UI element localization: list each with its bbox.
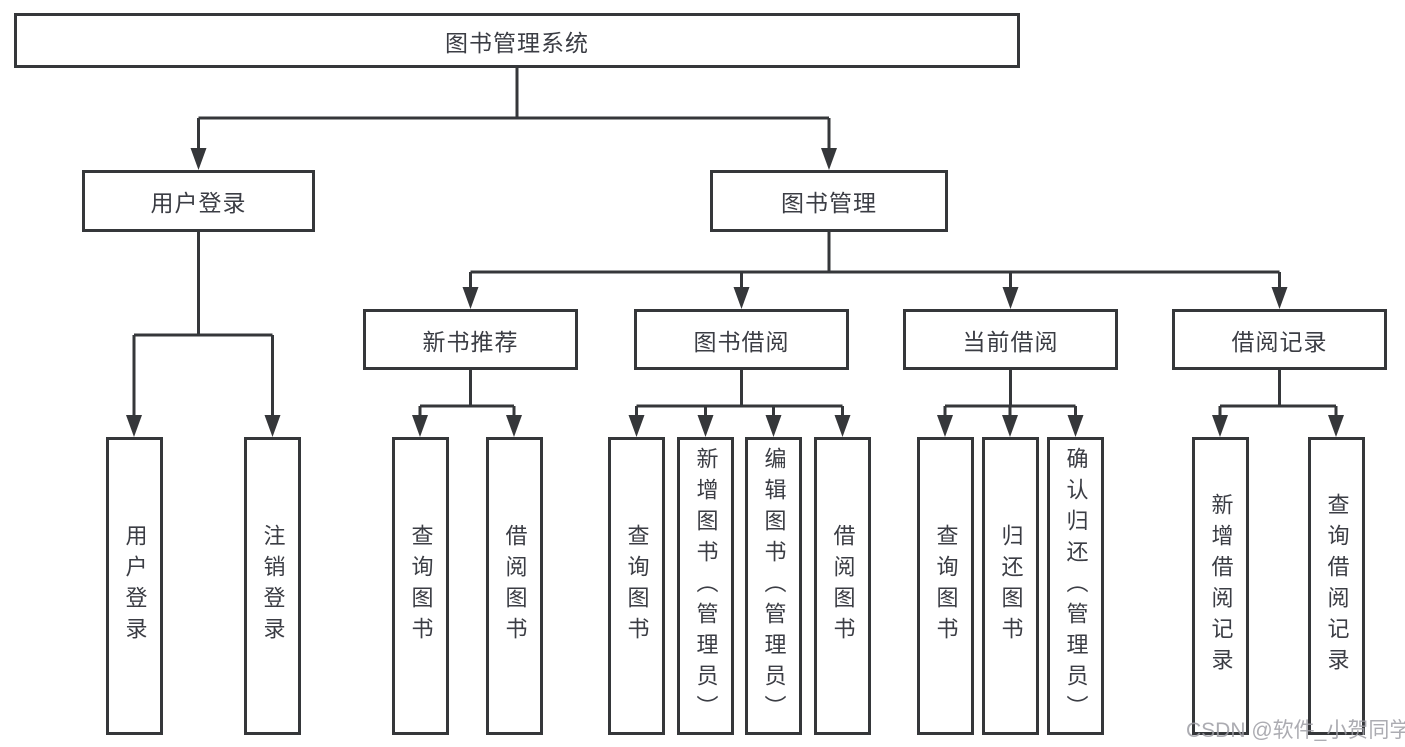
node-label: 图书借阅	[693, 328, 790, 355]
leaf-borrow-add-books-admin: 新增图书（管理员）	[677, 437, 734, 735]
arrowhead-icons	[126, 148, 1344, 437]
leaf-current-confirm-return-admin: 确认归还（管理员）	[1047, 437, 1104, 735]
leaf-records-add-borrow-record: 新增借阅记录	[1192, 437, 1249, 735]
leaf-label: 确认归还（管理员）	[1063, 446, 1089, 726]
leaf-current-return-books: 归还图书	[982, 437, 1039, 735]
csdn-watermark: CSDN @软件_小贺同学	[1186, 719, 1405, 742]
node-label: 借阅记录	[1231, 328, 1328, 355]
leaf-user-login: 用户登录	[106, 437, 163, 735]
leaf-recommend-query-books: 查询图书	[392, 437, 449, 735]
leaf-label: 借阅图书	[502, 524, 528, 648]
node-label: 用户登录	[150, 190, 247, 216]
leaf-borrow-query-books: 查询图书	[608, 437, 665, 735]
node-borrow-records: 借阅记录	[1172, 309, 1387, 370]
leaf-label: 查询借阅记录	[1324, 493, 1350, 679]
leaf-borrow-edit-books-admin: 编辑图书（管理员）	[745, 437, 802, 735]
node-user-login: 用户登录	[82, 170, 315, 232]
leaf-label: 新增图书（管理员）	[693, 446, 719, 726]
leaf-records-query-borrow-record: 查询借阅记录	[1308, 437, 1365, 735]
node-book-management: 图书管理	[710, 170, 948, 232]
leaf-recommend-borrow-books: 借阅图书	[486, 437, 543, 735]
node-book-borrow: 图书借阅	[634, 309, 849, 370]
leaf-label: 注销登录	[260, 524, 286, 648]
leaf-borrow-borrow-books: 借阅图书	[814, 437, 871, 735]
leaf-label: 查询图书	[624, 524, 650, 648]
leaf-label: 编辑图书（管理员）	[761, 446, 787, 726]
leaf-label: 查询图书	[933, 524, 959, 648]
leaf-label: 查询图书	[408, 524, 434, 648]
leaf-label: 归还图书	[998, 524, 1024, 648]
leaf-label: 新增借阅记录	[1208, 493, 1234, 679]
node-label: 图书管理系统	[445, 29, 589, 56]
node-current-borrow: 当前借阅	[903, 309, 1118, 370]
node-label: 图书管理	[781, 190, 877, 216]
node-label: 新书推荐	[422, 328, 519, 355]
leaf-logout-login: 注销登录	[244, 437, 301, 735]
node-library-management-system: 图书管理系统	[14, 13, 1020, 68]
leaf-label: 用户登录	[122, 524, 148, 648]
node-new-book-recommend: 新书推荐	[363, 309, 578, 370]
leaf-label: 借阅图书	[830, 524, 856, 648]
leaf-current-query-books: 查询图书	[917, 437, 974, 735]
node-label: 当前借阅	[962, 328, 1059, 355]
